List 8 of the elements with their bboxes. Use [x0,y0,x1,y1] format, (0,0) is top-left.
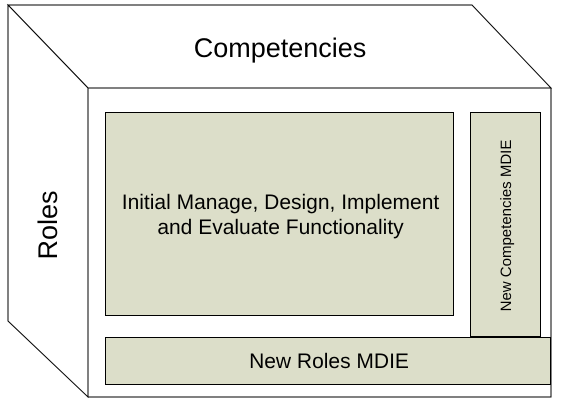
face-label: Roles [32,189,64,262]
box-label: New Competencies MDIE [498,138,516,314]
content-box [105,337,551,385]
box-label: Initial Manage, Design, Implement and Evaluate Functionality [120,190,440,240]
face-label: Competencies [192,32,368,64]
content-box [105,112,454,316]
content-box [470,112,541,337]
box-label: New Roles MDIE [248,349,410,375]
